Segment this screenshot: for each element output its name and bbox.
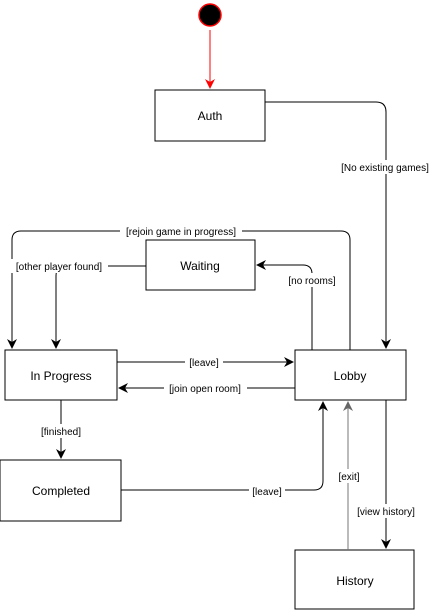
label-bg xyxy=(336,469,362,483)
transition-other-player-label: [other player found] xyxy=(16,262,102,273)
transition-completed-to-lobby xyxy=(121,401,328,491)
label-bg xyxy=(185,355,223,369)
transition-exit-label: [exit] xyxy=(338,472,359,483)
label-bg xyxy=(336,160,434,174)
label-bg xyxy=(283,273,341,287)
state-completed: Completed xyxy=(0,459,122,522)
label-bg xyxy=(35,424,87,438)
transition-leave-label: [leave] xyxy=(189,358,219,369)
initial-node xyxy=(198,3,222,27)
transition-join-label: [join open room] xyxy=(169,384,241,395)
transition-no-rooms-label: [no rooms] xyxy=(288,276,335,287)
transition-view-history-label: [view history] xyxy=(357,507,415,518)
label-bg xyxy=(10,259,108,273)
state-history-label: History xyxy=(336,574,373,588)
label-bg xyxy=(249,484,285,498)
transition-auth-to-lobby-label: [No existing games] xyxy=(341,163,429,174)
transition-rejoin-label: [rejoin game in progress] xyxy=(126,227,236,238)
state-in-progress: In Progress xyxy=(4,349,118,401)
state-completed-label: Completed xyxy=(32,484,90,498)
state-auth-label: Auth xyxy=(198,109,223,123)
state-waiting: Waiting xyxy=(145,239,256,291)
transition-auth-to-lobby xyxy=(265,101,391,349)
transition-completed-leave-label: [leave] xyxy=(252,487,282,498)
state-auth: Auth xyxy=(154,89,266,142)
label-bg xyxy=(164,381,247,395)
label-bg xyxy=(120,224,242,238)
state-in-progress-label: In Progress xyxy=(30,369,91,383)
state-waiting-label: Waiting xyxy=(180,259,220,273)
transition-waiting-to-in-progress xyxy=(51,265,146,349)
label-bg xyxy=(351,504,421,518)
state-history: History xyxy=(294,549,415,610)
state-lobby-label: Lobby xyxy=(334,369,367,383)
transition-finished-label: [finished] xyxy=(41,427,81,438)
state-lobby: Lobby xyxy=(294,349,407,401)
